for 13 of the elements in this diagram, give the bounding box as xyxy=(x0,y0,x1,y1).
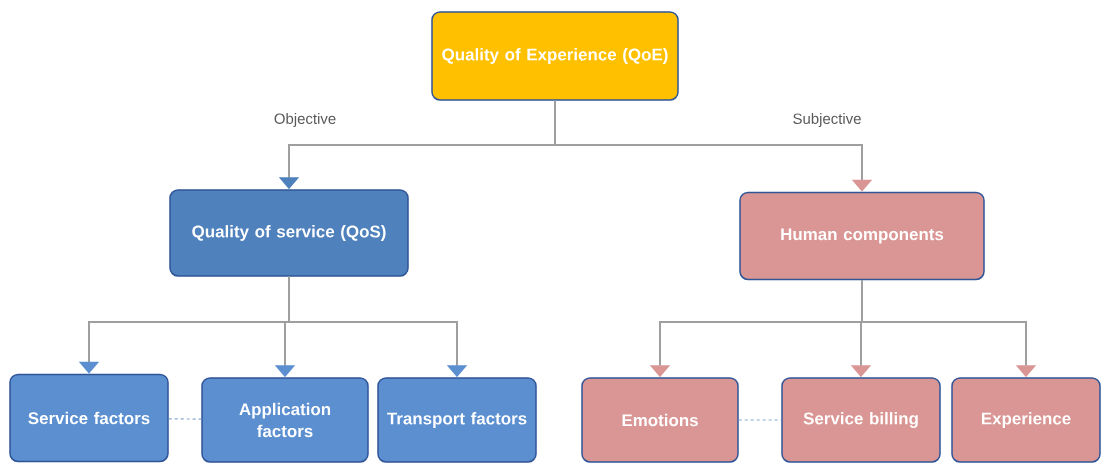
dashed-connector xyxy=(168,418,202,420)
edge-label: Subjective xyxy=(791,112,863,128)
root-box: Quality of Experience (QoE) xyxy=(431,11,679,101)
edge-label: Objective xyxy=(272,112,338,128)
factor-box: Service factors xyxy=(9,373,169,463)
factor-box: Emotions xyxy=(581,377,739,463)
factor-box: Transport factors xyxy=(377,377,537,463)
factor-box: Experience xyxy=(951,377,1101,463)
factor-box: Service billing xyxy=(781,377,941,463)
category-box: Human components xyxy=(739,191,985,281)
factor-box: Application factors xyxy=(201,377,369,463)
connector-arrow xyxy=(554,99,873,192)
category-box: Quality of service (QoS) xyxy=(169,189,409,277)
